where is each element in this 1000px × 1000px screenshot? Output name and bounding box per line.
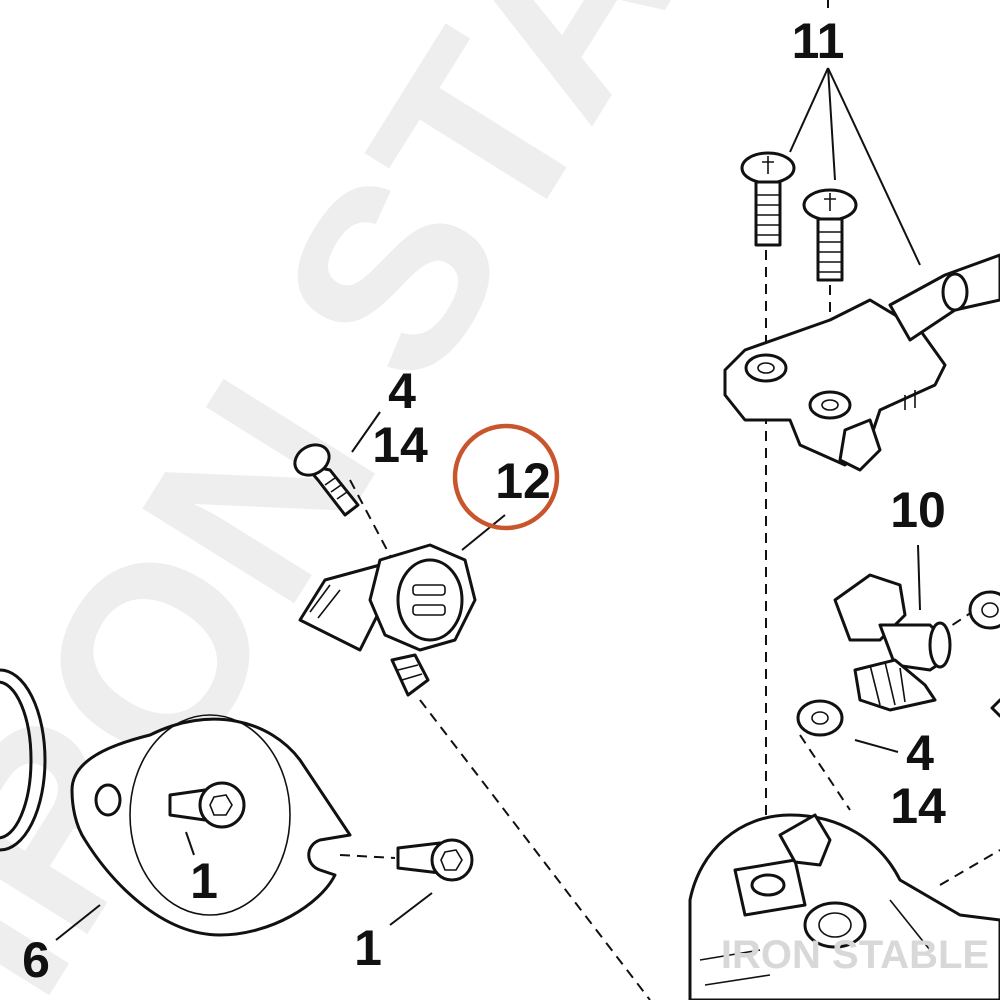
leader-lines	[55, 0, 921, 941]
callout-14-top: 14	[372, 417, 428, 473]
socket-bolt-upper	[168, 781, 246, 829]
gasket-plate-part	[70, 714, 352, 937]
fuel-rail-bracket	[723, 253, 1000, 472]
throttle-body	[688, 813, 1000, 1000]
callout-1-bottom: 1	[354, 920, 382, 976]
callout-4-right: 4	[906, 725, 934, 781]
callout-12: 12	[495, 453, 551, 509]
screws-part-11	[740, 151, 858, 282]
callout-11: 11	[792, 13, 845, 69]
socket-bolt-lower	[396, 838, 474, 882]
highlight-circle	[452, 423, 560, 531]
sensor-part-12	[298, 543, 477, 697]
callout-1-left: 1	[190, 853, 218, 909]
o-ring-part	[0, 668, 47, 852]
corner-watermark: IRON STABLE	[721, 933, 989, 977]
callout-14-right: 14	[890, 778, 946, 834]
callout-6: 6	[22, 932, 50, 988]
screw-part-4	[293, 443, 360, 517]
washers	[796, 590, 1000, 737]
callout-10: 10	[890, 482, 946, 538]
fuel-injector-part-10	[833, 573, 952, 712]
callout-4-top: 4	[388, 363, 416, 419]
callout-labels: 11 4 14 12 10 4 14 1 1 6	[22, 13, 946, 988]
